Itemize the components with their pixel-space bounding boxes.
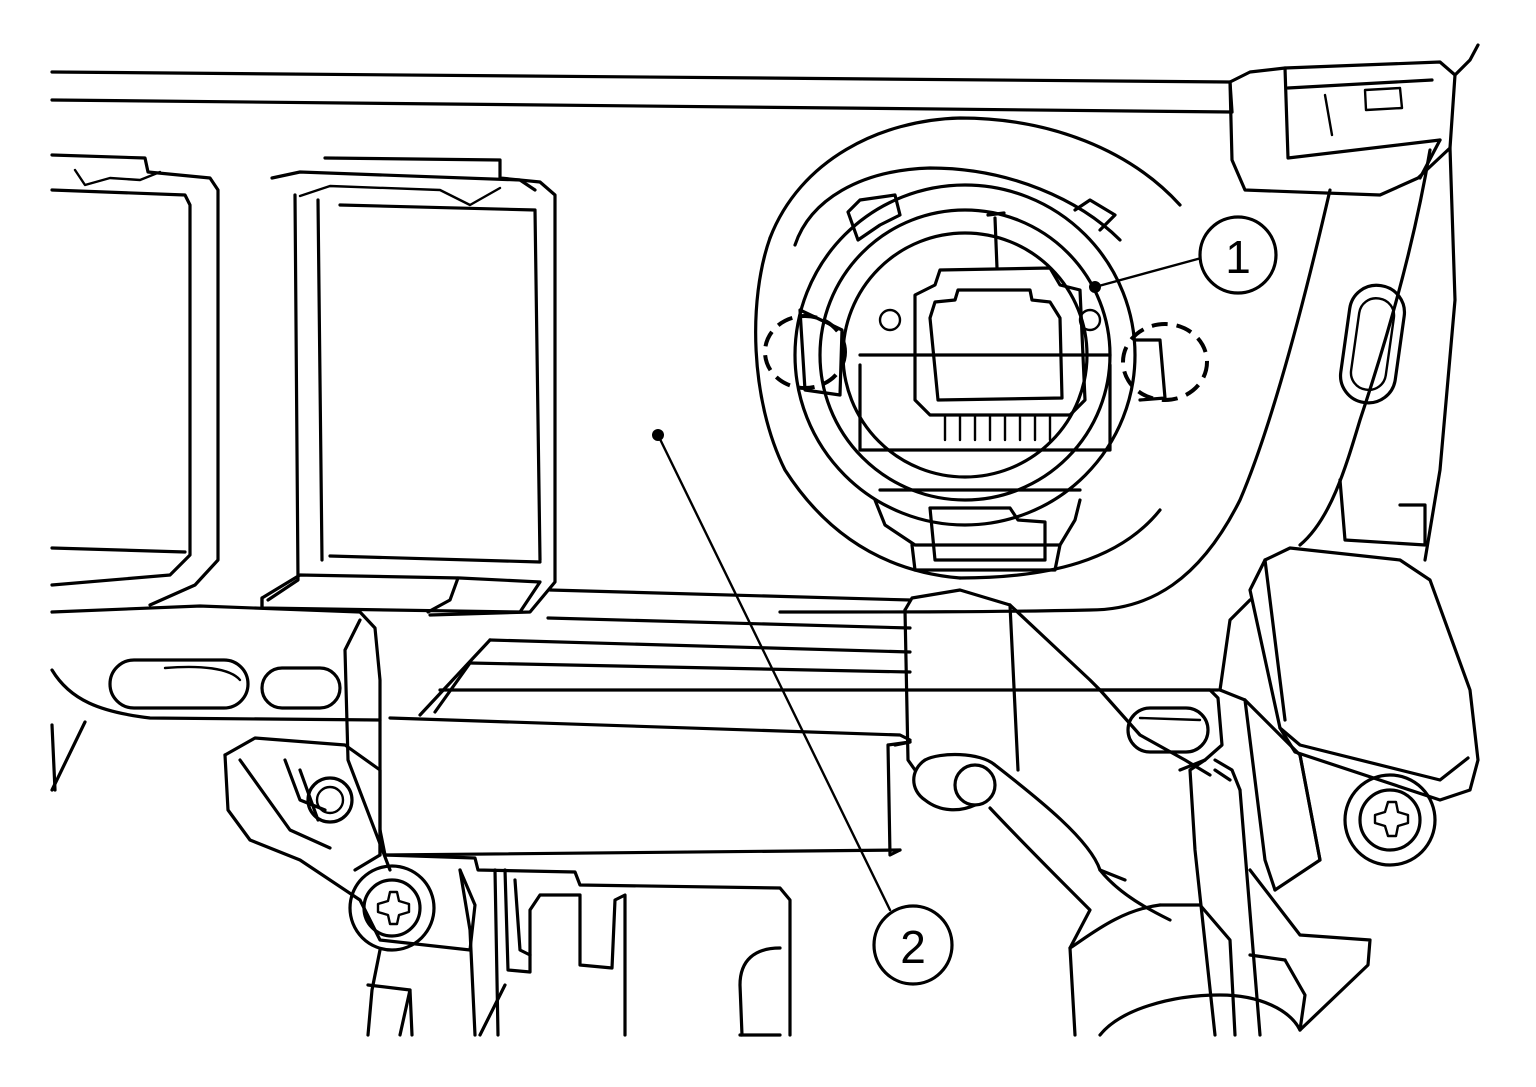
callout-2-leader <box>652 429 892 912</box>
leveling-actuator <box>1218 546 1480 892</box>
locking-tab-highlights <box>763 314 1209 402</box>
upper-right-clip <box>1228 43 1480 197</box>
top-frame <box>50 70 1234 114</box>
callout-1: 1 <box>1198 215 1278 295</box>
left-lower-bracket <box>50 604 392 872</box>
center-square-opening <box>260 156 557 617</box>
callout-2-circle <box>872 904 954 986</box>
left-mounting-screw <box>348 864 436 952</box>
callout-1-circle <box>1198 215 1278 295</box>
rail-slot <box>1098 688 1224 762</box>
lower-rails <box>378 588 1220 857</box>
left-locking-tab-marker <box>763 314 847 390</box>
left-screw-bracket <box>223 736 477 952</box>
bulb-socket-connector <box>858 211 1112 572</box>
lamp-reflector-housing <box>754 116 1182 580</box>
adjuster-arm <box>912 752 1372 1037</box>
adjuster-post <box>886 588 1212 857</box>
callout-1-leader <box>1089 255 1207 293</box>
right-locking-tab-marker <box>1121 322 1209 402</box>
left-opening-frame <box>50 153 220 607</box>
callout-2-label: 2 <box>900 921 926 973</box>
right-side-panel <box>778 146 1457 614</box>
callout-1-label: 1 <box>1225 231 1251 283</box>
lower-center-components <box>366 853 792 1037</box>
right-mounting-screw <box>1343 773 1437 867</box>
callout-2: 2 <box>872 904 954 986</box>
